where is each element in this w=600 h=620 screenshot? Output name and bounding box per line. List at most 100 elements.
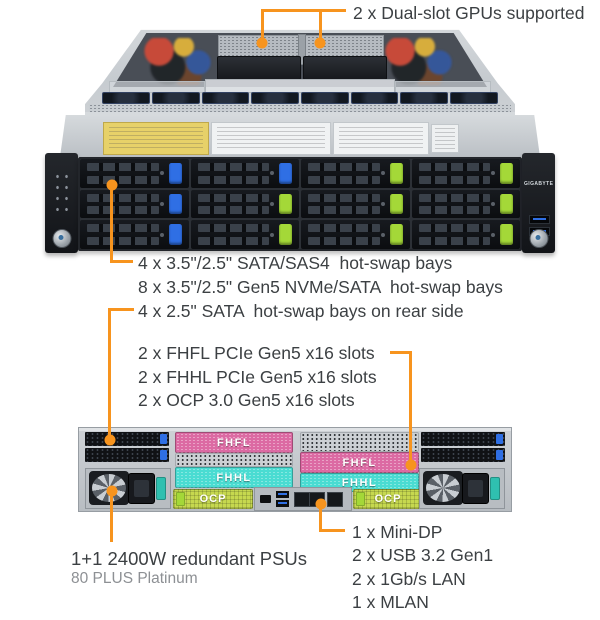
fan-module: [102, 91, 150, 104]
fhhl-slot: FHHL: [175, 467, 293, 488]
front-usb-port: [529, 215, 550, 224]
bay-vent: [87, 163, 159, 171]
bay-latch-green: [389, 224, 403, 245]
rear-io-text-3: 2 x 1Gb/s LAN: [352, 569, 466, 589]
rack-ear-right: GIGABYTE: [522, 153, 555, 253]
bay-screw: [491, 232, 495, 237]
bay-vent: [308, 236, 380, 245]
gpu-tray-divider: [297, 33, 307, 65]
bay-latch: [496, 434, 503, 444]
psu-power-inlet: [462, 473, 489, 504]
expansion-slots-text-2: 2 x FHHL PCIe Gen5 x16 slots: [138, 367, 377, 387]
front-lid: [60, 115, 540, 157]
rear-io-panel: [254, 487, 352, 511]
bay-vent: [308, 193, 380, 202]
psu-fan: [423, 471, 463, 505]
ocp-slot-label: OCP: [374, 493, 402, 505]
fhfl-slot: FHFL: [175, 432, 293, 453]
fhhl-slot-label: FHHL: [341, 476, 378, 489]
front-bays-callout-line: [110, 260, 133, 263]
bay-vent: [418, 175, 490, 184]
bay-latch-green: [500, 163, 513, 184]
rear-io-text-4: 1 x MLAN: [352, 592, 429, 612]
fhfl-slot-label: FHFL: [342, 456, 377, 469]
gpu-callout-line: [261, 9, 264, 41]
brand-logo: GIGABYTE: [524, 181, 554, 187]
bay-vent: [418, 163, 490, 171]
usb-port: [276, 500, 289, 507]
ocp-slot: OCP: [353, 489, 423, 509]
front-bays-callout-line: [110, 185, 113, 263]
psu-callout-line: [110, 491, 113, 542]
bay-screw: [270, 201, 274, 206]
drive-bay: [80, 189, 189, 219]
drive-bay: [80, 220, 189, 249]
psu-title: 1+1 2400W redundant PSUs: [71, 548, 308, 569]
usb-port: [276, 491, 289, 498]
bay-latch-green: [500, 224, 513, 245]
rack-ear-left: [45, 153, 78, 253]
thumbscrew: [529, 229, 548, 248]
drive-bay: [190, 159, 299, 188]
drive-bay: [190, 189, 299, 219]
bay-latch-green: [279, 224, 292, 245]
gpu-bay-left: [216, 56, 302, 80]
rear-chassis: FHFL FHHL FHFL FHHL OCP OCP: [78, 427, 512, 512]
bay-vent: [87, 193, 159, 202]
gpu-bay-right: [302, 56, 388, 80]
bay-vent: [197, 236, 269, 245]
bay-vent: [308, 175, 380, 184]
fan-module: [400, 91, 449, 104]
drive-bay: [190, 220, 299, 249]
bay-vent: [87, 175, 159, 184]
vented-blank-slot: [175, 453, 293, 467]
pcie-callout-line: [409, 351, 412, 465]
rear-io-text-2: 2 x USB 3.2 Gen1: [352, 545, 494, 565]
bay-vent: [418, 236, 490, 245]
gpu-callout-dot: [314, 37, 326, 49]
psu-left: [85, 468, 171, 509]
front-bays-text-2: 8 x 3.5"/2.5" Gen5 NVMe/SATA hot-swap ba…: [138, 277, 503, 297]
front-panel-indicator-icons: [53, 171, 70, 211]
lan-port: [294, 492, 310, 507]
bay-latch-blue: [168, 224, 182, 245]
fhhl-slot-label: FHHL: [216, 471, 252, 484]
ocp-slot-label: OCP: [199, 493, 227, 505]
gpu-callout-line: [319, 9, 322, 41]
psu-latch: [156, 477, 166, 500]
mlan-port: [327, 492, 343, 507]
bay-latch-green: [279, 193, 292, 215]
rear-drive-bay: [85, 448, 169, 462]
bay-latch-blue: [168, 193, 182, 215]
fan-module: [201, 91, 250, 104]
ocp-latch: [356, 492, 365, 506]
fan-module: [350, 91, 399, 104]
ocp-latch: [176, 492, 185, 506]
fan-row: [102, 91, 498, 104]
pcie-callout-line: [390, 351, 412, 354]
perforated-edge: [89, 103, 511, 112]
rear-drive-bays-left: [85, 432, 169, 465]
instruction-label-2: [333, 122, 429, 155]
mini-dp-port: [260, 495, 271, 503]
bay-latch: [496, 450, 503, 460]
bay-screw: [159, 232, 164, 237]
bay-screw: [491, 171, 495, 176]
bay-latch-green: [389, 163, 403, 184]
expansion-slots-text-1: 2 x FHFL PCIe Gen5 x16 slots: [138, 343, 375, 363]
bay-screw: [380, 201, 385, 206]
bay-screw: [270, 171, 274, 176]
bay-vent: [418, 224, 490, 233]
bay-vent: [418, 206, 490, 215]
pcie-callout-dot: [405, 459, 417, 471]
bay-screw: [380, 232, 385, 237]
bay-latch-blue: [168, 163, 182, 184]
bay-vent: [87, 224, 159, 233]
rear-drive-bay: [421, 432, 505, 446]
io-callout-line: [319, 529, 345, 532]
front-view-image: GIGABYTE: [45, 113, 555, 253]
fan-module: [251, 91, 299, 104]
instruction-label-3: [431, 124, 459, 153]
rear-bays-callout-line: [108, 308, 134, 311]
